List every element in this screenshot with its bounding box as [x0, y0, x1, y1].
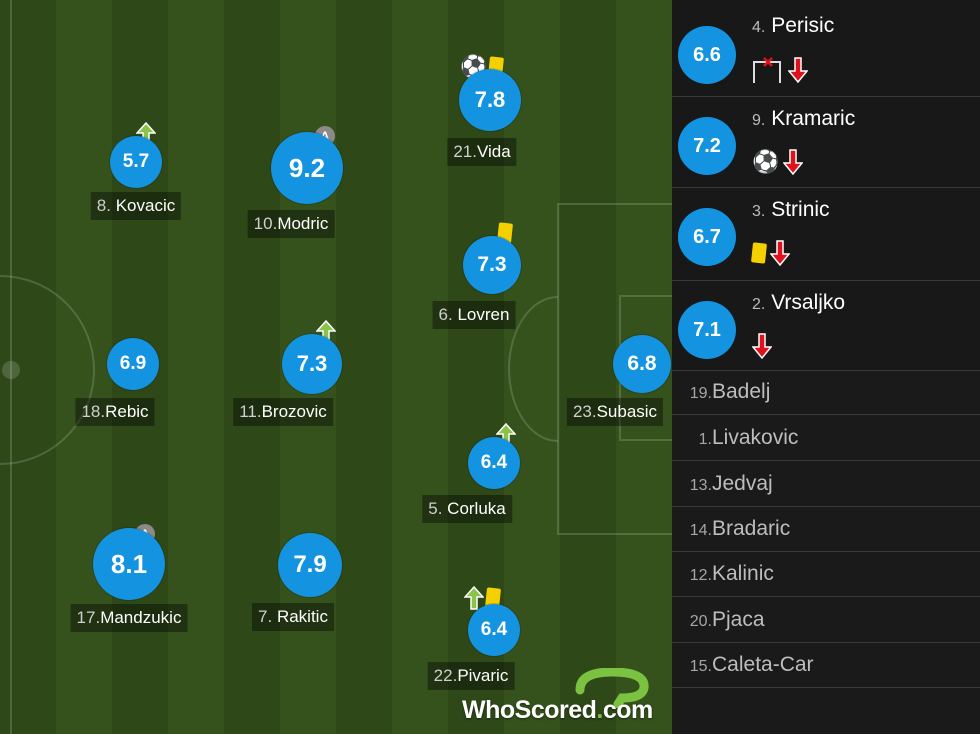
player-rating: 8.1	[93, 528, 165, 600]
player-number: 11.	[239, 402, 262, 421]
player-number: 8.	[96, 196, 111, 215]
bench-row[interactable]: 14.Bradaric	[672, 506, 980, 552]
player-name-label: 10.Modric	[247, 210, 335, 238]
sub-row-strinic[interactable]: 6.7 3. Strinic	[672, 188, 980, 281]
substitutes-panel: 6.6 4. Perisic 7.2 9. Kramaric ⚽ 6.7 3. …	[672, 0, 980, 734]
bench-name: Pjaca	[712, 608, 765, 631]
logo-question-mark-icon	[575, 668, 649, 708]
sub-row-perisic[interactable]: 6.6 4. Perisic	[672, 0, 980, 97]
player-number: 22.	[433, 666, 458, 685]
player-name-label: 6. Lovren	[432, 301, 516, 329]
player-name: Corluka	[447, 499, 506, 518]
sub-name-label: 4. Perisic	[752, 14, 835, 37]
player-name-label: 21.Vida	[447, 138, 517, 166]
player-name: Vida	[476, 142, 511, 161]
bench-name: Livakovic	[712, 426, 799, 449]
player-rating: 7.8	[459, 69, 521, 131]
player-number: 6.	[438, 305, 453, 324]
sub-events	[752, 56, 808, 84]
sub-name-label: 2. Vrsaljko	[752, 291, 846, 314]
player-name-label: 18.Rebic	[75, 398, 155, 426]
bench-name: Bradaric	[712, 517, 791, 540]
sub-events: ⚽	[752, 149, 804, 175]
bench-row[interactable]: 12.Kalinic	[672, 551, 980, 597]
player-name-label: 7. Rakitic	[252, 603, 334, 631]
sub-events	[750, 240, 790, 266]
bench-row[interactable]: 19.Badelj	[672, 369, 980, 415]
player-number: 18.	[81, 402, 106, 421]
center-spot	[2, 361, 20, 379]
pitch: 5.7 8. Kovacic A 8.1 17.Mandzukic 6.9 18…	[0, 0, 672, 734]
bench-name: Caleta-Car	[712, 653, 814, 676]
player-name: Modric	[277, 214, 329, 233]
player-number: 17.	[76, 608, 101, 627]
bench-row[interactable]: 20.Pjaca	[672, 597, 980, 643]
player-rating: 5.7	[110, 136, 162, 188]
yellow-card-icon	[750, 242, 768, 264]
bench-row[interactable]: 13.Jedvaj	[672, 461, 980, 507]
bench-number: 1.	[698, 431, 712, 448]
sub-rating: 7.2	[678, 117, 736, 175]
logo-text: WhoScored.com	[462, 696, 653, 724]
player-name-label: 22.Pivaric	[427, 662, 515, 690]
player-name-label: 8. Kovacic	[90, 192, 182, 220]
player-name: Rebic	[105, 402, 149, 421]
player-name: Pivaric	[457, 666, 509, 685]
bench-number: 14.	[689, 522, 712, 539]
player-number: 7.	[258, 607, 273, 626]
player-name: Subasic	[596, 402, 658, 421]
player-rating: 6.4	[468, 604, 520, 656]
sub-name-label: 9. Kramaric	[752, 107, 856, 130]
player-rating: 7.3	[282, 334, 342, 394]
player-number: 10.	[253, 214, 278, 233]
sub-rating: 7.1	[678, 301, 736, 359]
whoscored-logo: WhoScored.com	[462, 668, 672, 728]
sub-row-vrsaljko[interactable]: 7.1 2. Vrsaljko	[672, 281, 980, 371]
sub-off-arrow-icon	[770, 240, 790, 266]
player-name-label: 17.Mandzukic	[70, 604, 188, 632]
bench-name: Jedvaj	[712, 472, 773, 495]
bench-number: 20.	[689, 613, 712, 630]
player-rating: 9.2	[271, 132, 343, 204]
bench-name: Badelj	[712, 380, 771, 403]
shot-off-target-icon	[753, 57, 781, 83]
sub-events	[752, 333, 772, 359]
player-name: Kovacic	[115, 196, 176, 215]
player-number: 21.	[453, 142, 477, 161]
player-rating: 7.9	[278, 533, 342, 597]
bench-number: 12.	[689, 567, 712, 584]
sub-name-label: 3. Strinic	[752, 198, 830, 221]
bench-number: 15.	[689, 658, 712, 675]
player-name-label: 23.Subasic	[566, 398, 664, 426]
penalty-area	[557, 203, 672, 535]
sub-off-arrow-icon	[783, 149, 804, 175]
sub-on-arrow-icon	[464, 586, 484, 610]
player-number: 23.	[572, 402, 597, 421]
goal-ball-icon: ⚽	[752, 149, 780, 174]
event-markers	[464, 586, 502, 610]
sub-off-arrow-icon	[752, 333, 772, 359]
player-name: Mandzukic	[100, 608, 182, 627]
bench-row[interactable]: 15.Caleta-Car	[672, 642, 980, 688]
player-name-label: 11.Brozovic	[233, 398, 333, 426]
bench-number: 13.	[689, 477, 712, 494]
bench-row[interactable]: 1.Livakovic	[672, 415, 980, 461]
sub-off-arrow-icon	[788, 57, 808, 83]
sub-rating: 6.7	[678, 208, 736, 266]
sub-rating: 6.6	[678, 26, 736, 84]
player-name: Brozovic	[261, 402, 327, 421]
player-rating: 6.8	[613, 335, 671, 393]
player-name: Lovren	[457, 305, 510, 324]
bench-number: 19.	[689, 385, 712, 402]
player-name: Rakitic	[276, 607, 328, 626]
player-number: 5.	[428, 499, 443, 518]
player-rating: 6.4	[468, 437, 520, 489]
bench-name: Kalinic	[712, 562, 774, 585]
player-rating: 6.9	[107, 338, 159, 390]
player-name-label: 5. Corluka	[422, 495, 512, 523]
player-rating: 7.3	[463, 236, 521, 294]
sub-row-kramaric[interactable]: 7.2 9. Kramaric ⚽	[672, 97, 980, 188]
